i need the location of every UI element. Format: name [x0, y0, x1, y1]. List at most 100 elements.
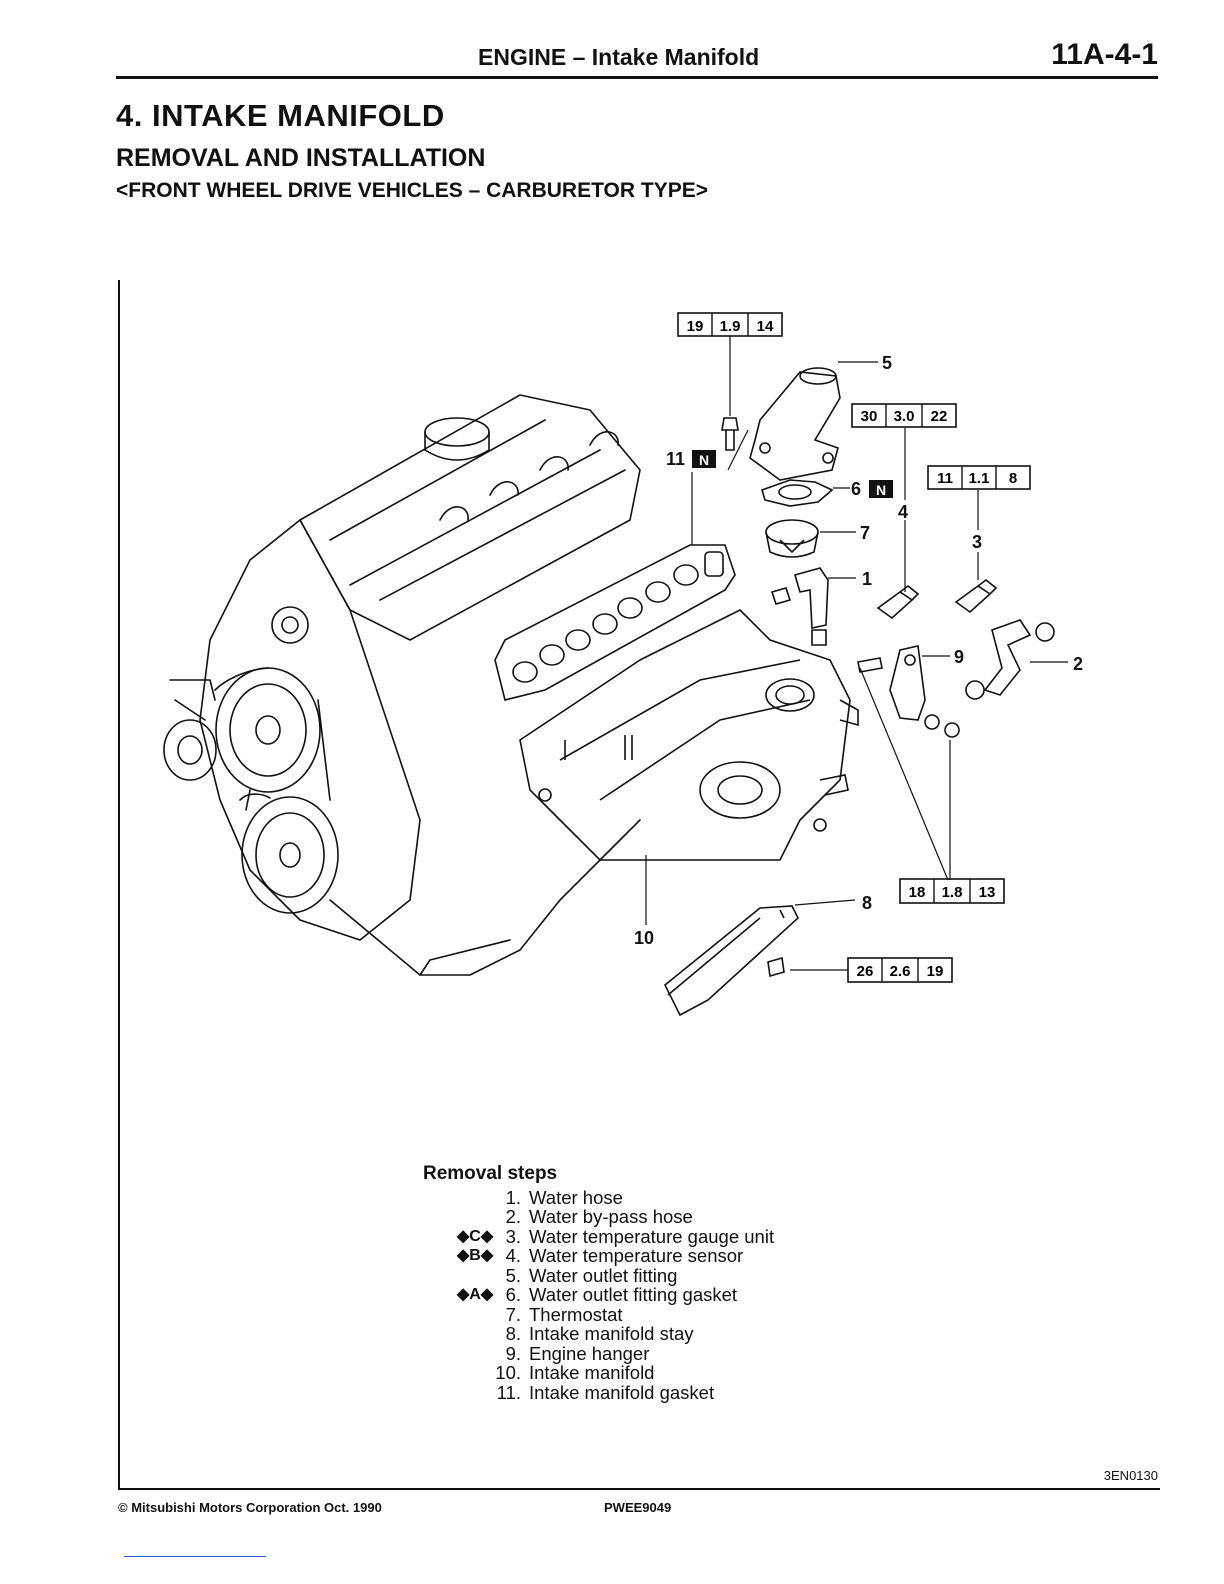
intake-manifold-gasket-drawing: [494, 544, 736, 701]
manifold-stay-drawing: [663, 905, 799, 1017]
torque-spec-18: 18 1.8 13: [899, 878, 1005, 904]
section-header: ENGINE – Intake Manifold: [478, 44, 759, 71]
step-label: Intake manifold stay: [529, 1323, 694, 1344]
water-outlet-fitting-drawing: [749, 367, 841, 481]
subsection-name: Intake Manifold: [591, 44, 760, 70]
step-number: 5.: [505, 1264, 521, 1286]
callout-6: 6: [851, 479, 861, 499]
torque-spec-11: 11 1.1 8: [927, 465, 1031, 490]
intake-manifold-drawing: [519, 609, 859, 861]
page-number: 11A-4-1: [1051, 38, 1158, 71]
callout-7: 7: [860, 523, 870, 543]
torque-nm: 19: [687, 318, 704, 335]
step-label: Water hose: [529, 1186, 623, 1208]
step-label: Intake manifold gasket: [529, 1381, 715, 1403]
torque-kgm: 1.1: [969, 470, 990, 487]
list-item: ◆A◆ 6. Water outlet fitting gasket: [423, 1284, 737, 1305]
new-part-mark-6: N: [869, 480, 893, 498]
callout-11: 11: [666, 449, 685, 469]
step-number: 1.: [505, 1186, 521, 1208]
step-number: 2.: [505, 1206, 521, 1227]
callout-1: 1: [862, 569, 872, 589]
list-item: 10. Intake manifold: [423, 1362, 654, 1383]
torque-kgm: 3.0: [894, 408, 915, 425]
new-part-label: N: [699, 452, 709, 468]
frame-bottom-rule: [118, 1488, 1160, 1490]
torque-kgm: 1.8: [942, 884, 963, 901]
step-label: Water temperature sensor: [529, 1245, 744, 1266]
drawing-code: 3EN0130: [1103, 1468, 1158, 1483]
footer-publication-number: PWEE9049: [604, 1500, 672, 1515]
torque-kgm: 2.6: [890, 963, 911, 980]
callout-2: 2: [1073, 654, 1083, 674]
temperature-sensor-drawing: [876, 584, 920, 620]
torque-spec-19: 19 1.9 14: [677, 312, 783, 337]
list-item: 2. Water by-pass hose: [423, 1206, 693, 1227]
step-ref: ◆B◆: [457, 1247, 494, 1264]
step-number: 7.: [505, 1303, 521, 1325]
step-ref: ◆A◆: [457, 1286, 494, 1303]
list-item: 8. Intake manifold stay: [423, 1323, 694, 1344]
torque-kgm: 1.9: [720, 318, 741, 335]
thermostat-drawing: [765, 519, 819, 558]
torque-ftlbs: 13: [979, 884, 996, 901]
removal-steps-title: Removal steps: [423, 1163, 558, 1184]
torque-nm: 26: [857, 963, 874, 980]
water-outlet-gasket-drawing: [761, 479, 834, 507]
step-label: Thermostat: [529, 1303, 623, 1325]
callout-4: 4: [898, 502, 908, 522]
list-item: 7. Thermostat: [423, 1303, 623, 1325]
torque-ftlbs: 14: [757, 318, 774, 335]
callout-10: 10: [634, 928, 654, 948]
list-item: ◆C◆3.Water temperature gauge unit: [423, 1225, 774, 1247]
step-number: 10.: [495, 1362, 521, 1383]
bypass-hose-drawing: [965, 619, 1055, 700]
new-part-mark-11: N: [692, 450, 716, 468]
frame-left-rule: [118, 280, 120, 1490]
callout-8: 8: [862, 893, 872, 913]
step-label: Water outlet fitting gasket: [529, 1284, 738, 1305]
list-item: 5. Water outlet fitting: [423, 1264, 678, 1286]
new-part-label: N: [876, 482, 886, 498]
page-subtitle: REMOVAL AND INSTALLATION: [116, 144, 486, 172]
step-number: 11.: [496, 1381, 521, 1403]
step-label: Engine hanger: [529, 1342, 650, 1364]
torque-nm: 18: [909, 884, 926, 901]
step-number: 3.: [505, 1225, 521, 1247]
torque-ftlbs: 8: [1009, 470, 1017, 487]
callout-3: 3: [972, 532, 982, 552]
footer-copyright: © Mitsubishi Motors Corporation Oct. 199…: [118, 1500, 382, 1515]
step-label: Water by-pass hose: [529, 1206, 693, 1227]
step-number: 9.: [505, 1342, 521, 1364]
torque-spec-26: 26 2.6 19: [847, 957, 953, 983]
engine-hanger-drawing: [857, 645, 960, 738]
removal-steps: Removal steps 1. Water hose 2. Water by-pa…: [423, 1163, 774, 1403]
list-item: 1. Water hose: [423, 1186, 623, 1208]
torque-nm: 30: [861, 408, 878, 425]
torque-ftlbs: 19: [927, 963, 944, 980]
step-number: 6.: [505, 1284, 521, 1305]
callout-5: 5: [882, 353, 892, 373]
step-number: 8.: [505, 1323, 521, 1344]
leader-lines: [645, 336, 1068, 971]
list-item: 9. Engine hanger: [423, 1342, 650, 1364]
header-rule: [116, 76, 1158, 79]
section-name: ENGINE: [478, 44, 567, 70]
step-number: 4.: [505, 1245, 521, 1266]
header-dash: –: [566, 44, 592, 70]
torque-spec-30: 30 3.0 22: [851, 403, 957, 428]
engine-block-drawing: [163, 394, 641, 976]
list-item: 11. Intake manifold gasket: [423, 1381, 714, 1403]
step-label: Water outlet fitting: [529, 1264, 678, 1286]
torque-nm: 11: [937, 470, 953, 487]
step-ref: ◆C◆: [457, 1227, 494, 1245]
bolt-drawing: [721, 417, 739, 451]
torque-ftlbs: 22: [931, 408, 948, 425]
footer-rule: [124, 1556, 266, 1557]
vehicle-variant: <FRONT WHEEL DRIVE VEHICLES – CARBURETOR…: [116, 179, 708, 202]
list-item: ◆B◆ 4. Water temperature sensor: [423, 1245, 743, 1266]
step-label: Intake manifold: [529, 1362, 655, 1383]
water-hose-drawing: [770, 567, 829, 646]
callout-9: 9: [954, 647, 964, 667]
exploded-diagram: 19 1.9 14 30 3.0 22 11 1.1 8 18 1.8 13 2…: [163, 312, 1083, 1017]
